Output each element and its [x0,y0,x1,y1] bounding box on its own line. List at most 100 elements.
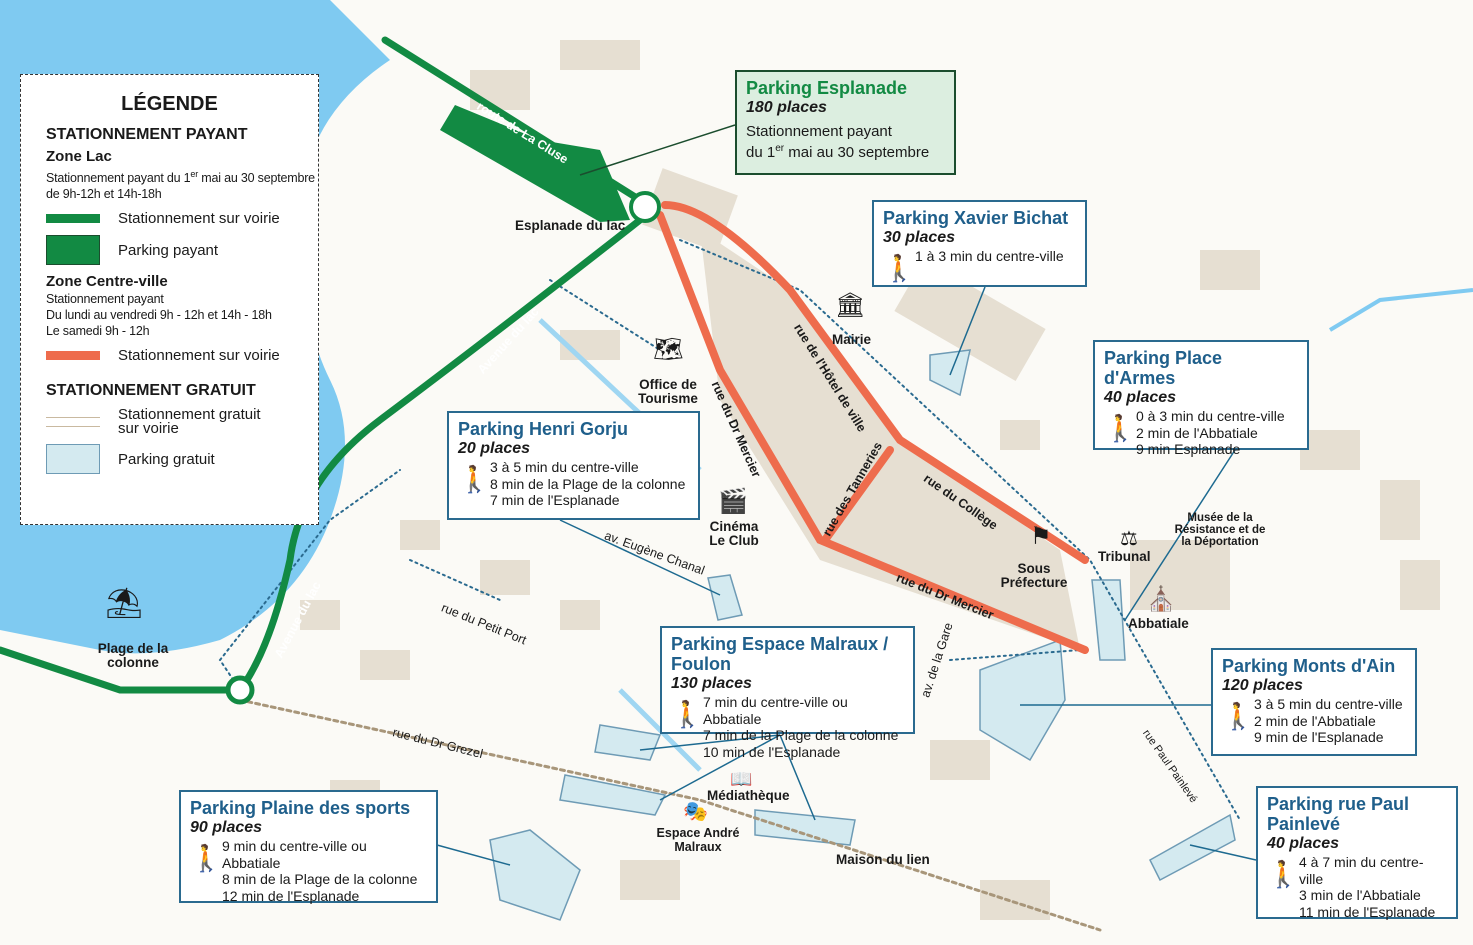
label-maison-du-lien: Maison du lien [836,852,930,867]
pedestrian-icon: 🚶 [1222,701,1255,731]
pedestrian-icon: 🚶 [1104,413,1137,443]
label-sous-prefecture: Sous Préfecture [1000,561,1068,590]
river [1328,288,1473,332]
parking-info: 4 à 7 min du centre-ville [1299,854,1424,887]
beach-umbrella-icon: ⛱ [105,587,144,620]
parking-esplanade-shape [440,105,630,222]
gavel-icon: ⚖ [1120,528,1138,550]
parking-info: Stationnement payant [746,123,892,140]
parking-info: 8 min de la Plage de la colonne [222,871,418,887]
parking-info: 3 à 5 min du centre-ville [490,459,639,475]
parking-title: Parking Monts d'Ain [1222,656,1396,676]
legend-centre-street: Stationnement sur voirie [118,347,280,365]
pedestrian-icon: 🚶 [190,843,223,873]
parking-title: Parking Esplanade [746,78,908,98]
parking-info: 2 min de l'Abbatiale [1254,712,1376,729]
parking-info: 9 min de l'Esplanade [1254,729,1384,745]
orange-line-swatch [46,351,100,361]
label-mairie: Mairie [832,332,872,347]
legend-zone-centre: Zone Centre-ville [46,273,168,291]
parking-info: 0 à 3 min du centre-ville [1136,408,1285,424]
parking-places: 30 places [883,229,956,246]
legend-free-parking: Parking gratuit [118,450,215,468]
flag-icon: ⚑ [1030,523,1052,550]
label-cinema: Cinéma Le Club [709,519,759,548]
parking-places: 130 places [671,675,752,692]
parking-info: 11 min de l'Esplanade [1299,903,1436,920]
free-street-dotted [218,239,1241,821]
parking-title: Parking Plaine des sports [190,798,411,818]
legend-zone-lac: Zone Lac [46,148,112,165]
label-espace-malraux: Espace André Malraux [656,826,740,854]
parking-title: Parking Place d'Armes [1104,348,1223,388]
parking-info: 9 min du centre-ville ou Abbatiale [222,838,367,871]
legend-free-street: Stationnement gratuit sur voirie [118,406,261,438]
town-hall-icon: 🏛 [835,292,866,319]
parking-places: 180 places [746,99,827,116]
book-icon: 📖 [730,769,753,789]
tourism-map-icon: 🗺 [653,336,684,363]
legend-lac-street: Stationnement sur voirie [118,210,280,228]
parking-info: 2 min de l'Abbatiale [1136,424,1258,441]
legend-centre-line: Du lundi au vendredi 9h - 12h et 14h - 1… [46,308,272,323]
buildings [300,40,1440,920]
pedestrian-icon: 🚶 [883,253,916,283]
label-mediatheque: Médiathèque [707,788,790,803]
parking-info: 8 min de la Plage de la colonne [490,475,686,492]
parking-info: 9 min Esplanade [1136,441,1241,457]
parking-places: 40 places [1104,389,1177,406]
parking-title: Parking Henri Gorju [458,419,629,439]
theatre-masks-icon: 🎭 [683,801,708,823]
green-line-swatch [46,214,100,224]
legend-title: LÉGENDE [121,93,218,115]
parking-places: 40 places [1267,835,1340,852]
pedestrian-icon: 🚶 [1267,859,1300,889]
parking-info: 7 min de l'Esplanade [490,492,620,508]
label-esplanade: Esplanade du lac [515,218,626,233]
parking-esplanade-box[interactable]: Parking Esplanade 180 places Stationneme… [735,70,956,175]
parking-title: Parking rue Paul Painlevé [1267,794,1410,834]
free-box-swatch [46,444,100,475]
parking-info: 7 min de la Plage de la colonne [703,727,899,743]
parking-places: 90 places [190,819,263,836]
pedestrian-icon: 🚶 [458,464,491,494]
free-parkings [489,349,1236,921]
label-plage: Plage de la colonne [97,641,169,670]
parking-places: 20 places [458,440,531,457]
pedestrian-icon: 🚶 [671,699,704,729]
legend-paid-heading: STATIONNEMENT PAYANT [46,126,248,143]
railway [238,698,1102,932]
cinema-clapper-icon: 🎬 [718,488,748,515]
legend-centre-line: Le samedi 9h - 12h [46,324,150,339]
parking-info: 3 min de l'Abbatiale [1299,887,1421,903]
label-musee: Musée de la Résistance et de la Déportat… [1174,512,1266,548]
legend-centre-line: Stationnement payant [46,292,164,307]
parking-title: Parking Espace Malraux / Foulon [671,634,889,674]
green-box-swatch [46,235,100,266]
parking-info: 3 à 5 min du centre-ville [1254,696,1403,712]
legend-free-heading: STATIONNEMENT GRATUIT [46,382,256,400]
parking-info: 7 min du centre-ville ou Abbatiale [703,694,848,727]
orange-street [656,201,1089,654]
parking-title: Parking Xavier Bichat [883,208,1069,228]
legend-lac-parking: Parking payant [118,241,219,259]
parking-info: 12 min de l'Esplanade [222,887,360,904]
free-street-swatch [46,417,100,428]
label-office: Office de Tourisme [638,377,698,406]
parking-places: 120 places [1222,677,1303,694]
parking-info: du 1er mai au 30 septembre [746,142,930,161]
legend: LÉGENDE STATIONNEMENT PAYANT Zone Lac St… [20,74,319,525]
church-icon: ⛪ [1146,586,1176,613]
legend-zone-lac-text: Stationnement payant du 1er mai au 30 se… [46,169,315,202]
parking-info: 1 à 3 min du centre-ville [915,248,1064,264]
parking-info: 10 min de l'Esplanade [703,743,841,760]
label-abbatiale: Abbatiale [1128,616,1189,631]
label-tribunal: Tribunal [1098,549,1151,564]
